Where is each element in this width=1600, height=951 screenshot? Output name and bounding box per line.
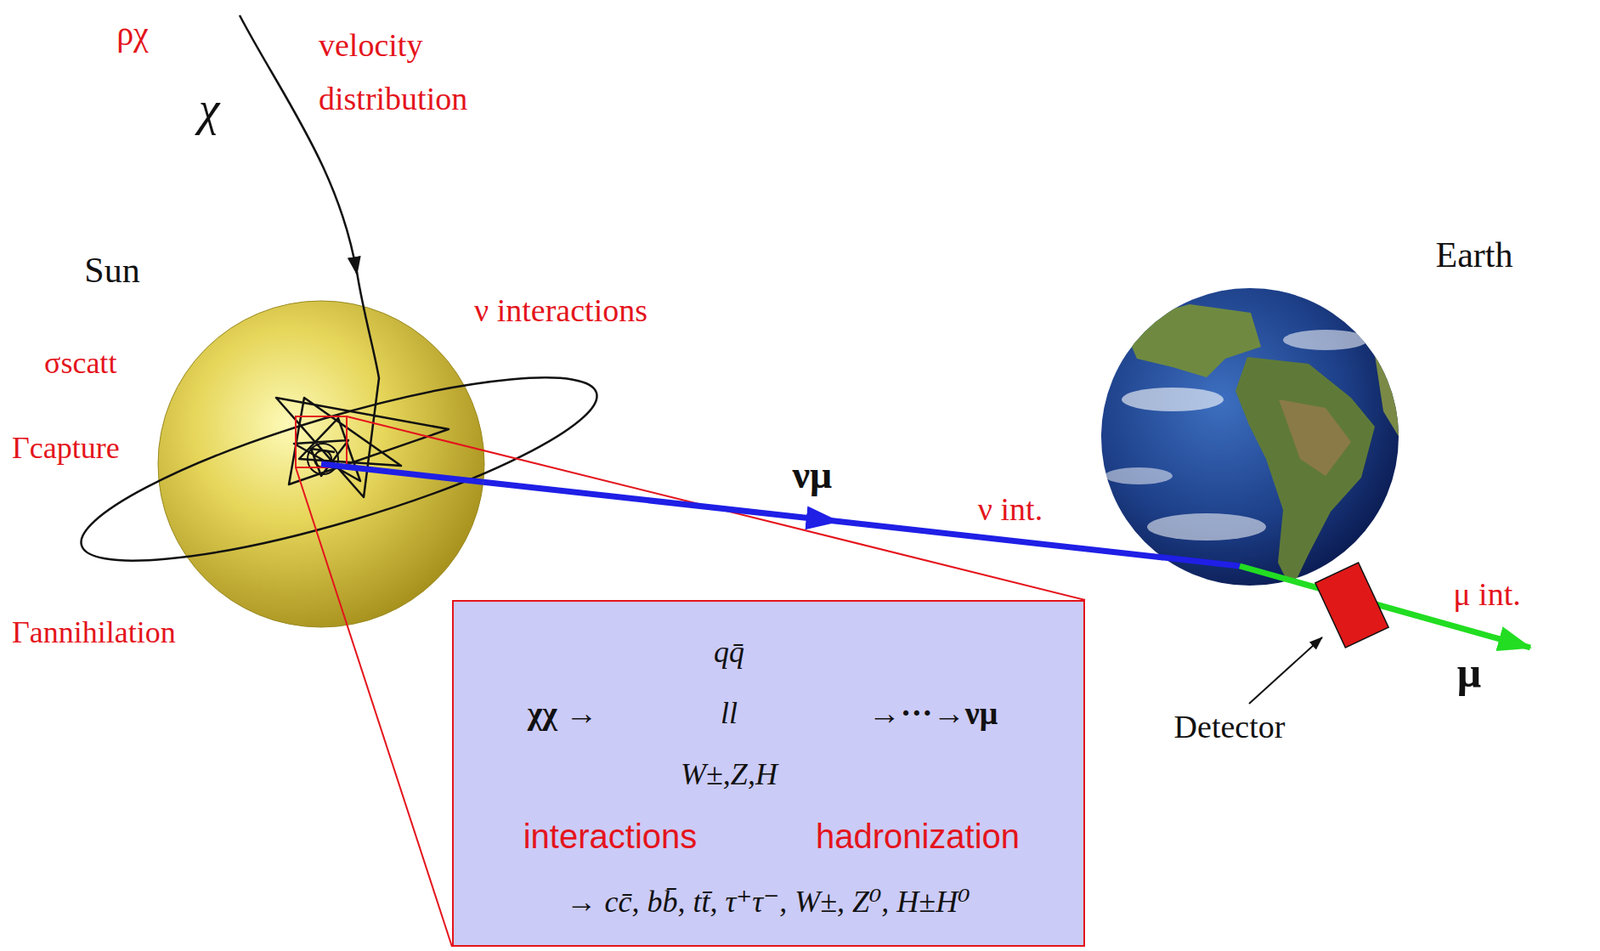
annihilation-inset-box: χχ → qq̄ llW±,Z,H →···→νμ interactions hadron…	[452, 599, 1086, 947]
channel-label: ll	[720, 695, 738, 731]
particle-symbol: μ	[1457, 648, 1482, 698]
final-states: → cc̄, bb̄, tt̄, τ⁺τ⁻, W±, Z⁰, H±H⁰	[565, 884, 970, 920]
reaction-final: →···→νμ	[868, 695, 999, 733]
particle-symbol: χ	[198, 81, 221, 136]
cloud	[1121, 387, 1224, 412]
interaction-label: ν int.	[978, 491, 1043, 529]
channel-label: W±,Z,H	[680, 757, 778, 792]
detector-block	[1315, 562, 1389, 648]
velocity-label: velocity distribution	[318, 18, 523, 125]
channel-label: qq̄	[713, 634, 745, 670]
earth-globe-outline	[1101, 288, 1399, 586]
leader-line	[1249, 637, 1323, 704]
earth-disc	[1101, 288, 1399, 586]
process-label: interactions	[523, 816, 698, 856]
earth-globe: Earth	[1101, 288, 1399, 586]
cloud	[1147, 513, 1267, 541]
muon-track	[1239, 565, 1531, 648]
sun-sphere: Sun	[158, 300, 485, 628]
interaction-label: ν interactions	[474, 292, 648, 330]
inset-box	[452, 600, 1085, 946]
sun-disc	[158, 300, 485, 628]
continent	[1278, 399, 1352, 476]
rate-label: Γcapture	[11, 430, 120, 466]
interaction-label: μ int.	[1453, 576, 1521, 614]
cloud	[1283, 329, 1369, 351]
edge-label: νμ	[791, 452, 832, 498]
cross-section-label: σscatt	[44, 345, 117, 381]
body-label: Sun	[84, 249, 140, 291]
sun-sphere-outline	[158, 300, 485, 628]
reaction-initial: χχ →	[527, 695, 599, 733]
detector-label: Detector	[1174, 708, 1286, 747]
density-symbol: ρχ	[116, 14, 149, 54]
rate-label: Γannihilation	[11, 615, 176, 651]
process-label: hadronization	[815, 816, 1020, 856]
cloud	[1104, 467, 1173, 485]
body-label: Earth	[1436, 234, 1514, 276]
